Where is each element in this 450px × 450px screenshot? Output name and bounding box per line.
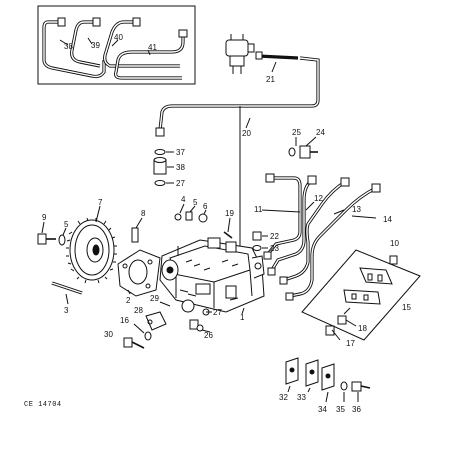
clamp-inset-frame [301, 249, 421, 341]
callout-22: 22 [270, 232, 279, 241]
gear-teeth [66, 217, 117, 284]
callout-41: 41 [148, 43, 157, 52]
stud-3 [51, 281, 83, 305]
callout-25: 25 [292, 128, 301, 137]
callout-29: 29 [150, 294, 159, 303]
callout-26: 26 [204, 331, 213, 340]
seal-27 [154, 180, 166, 186]
washer-16 [133, 323, 152, 341]
nut-10 [389, 255, 398, 265]
callout-19: 19 [225, 209, 234, 218]
callout-5: 5 [193, 198, 198, 207]
callout-33: 33 [297, 393, 306, 402]
bolt-36 [351, 381, 362, 392]
pipe-nut [92, 17, 101, 27]
callout-9: 9 [42, 213, 47, 222]
pipe-12 [270, 178, 314, 271]
inset-frame [37, 5, 196, 85]
banjo-bolt-assembly [288, 136, 318, 159]
bolt-17-head [325, 325, 335, 336]
pipe-40-outline [103, 20, 180, 68]
clamp-lower [343, 289, 381, 305]
stud-8 [131, 217, 143, 243]
flange-plate-2 [117, 249, 161, 297]
callout-34: 34 [318, 405, 327, 414]
callout-7: 7 [98, 198, 103, 207]
callout-24: 24 [316, 128, 325, 137]
pin-19 [223, 217, 233, 239]
cover-28 [145, 311, 167, 331]
callout-13: 13 [352, 205, 361, 214]
callout-39: 39 [91, 41, 100, 50]
callout-12: 12 [314, 194, 323, 203]
callout-23: 23 [270, 244, 279, 253]
pipe-nut [57, 17, 66, 27]
drive-gear-7 [66, 205, 117, 284]
callout-38: 38 [64, 42, 73, 51]
pipe-41-outline [114, 34, 185, 80]
drawing-code: CE 14704 [24, 401, 62, 409]
seal-37 [154, 149, 166, 155]
washer-25 [288, 147, 296, 157]
callout-38b: 38 [176, 163, 185, 172]
fasteners-26-27 [189, 308, 212, 333]
callout-3: 3 [64, 306, 69, 315]
cap-29 [181, 299, 195, 313]
callout-14: 14 [383, 215, 392, 224]
fitting-22 [252, 231, 262, 241]
callout-11: 11 [254, 205, 263, 214]
pipe-nut [132, 17, 141, 27]
callout-36: 36 [352, 405, 361, 414]
callout-28: 28 [134, 306, 143, 315]
washer-35 [340, 381, 348, 391]
part-5 [185, 211, 193, 221]
callout-18: 18 [358, 324, 367, 333]
callout-17: 17 [346, 339, 355, 348]
pipe-clamp-inset [301, 249, 421, 341]
callout-15: 15 [402, 303, 411, 312]
clamp-upper [359, 267, 393, 285]
washer-5 [58, 234, 66, 246]
leak-off-pipe-20 [158, 56, 320, 131]
callout-37: 37 [176, 148, 185, 157]
washer-23 [252, 245, 262, 251]
bolt-30 [123, 337, 145, 349]
callout-21: 21 [266, 75, 275, 84]
bolt-24-head [299, 145, 311, 159]
valve-stack [153, 149, 174, 186]
part-4 [174, 213, 182, 221]
fittings-22-23 [252, 231, 268, 251]
delivery-valve-kit-32-36 [285, 357, 371, 403]
injection-pump-1 [159, 237, 265, 315]
callout-5b: 5 [64, 220, 69, 229]
small-fasteners-4-5-6 [174, 203, 208, 223]
callout-16: 16 [120, 316, 129, 325]
injector-pipes-11-14 [261, 173, 381, 301]
callout-labels: 38 39 40 41 21 20 25 24 37 38 27 4 5 6 9… [42, 33, 411, 414]
callout-30: 30 [104, 330, 113, 339]
pipe-nut [178, 29, 188, 38]
injector-pipe-inset [37, 5, 196, 85]
part-6 [198, 213, 208, 223]
callout-20: 20 [242, 129, 251, 138]
callout-27b: 27 [213, 308, 222, 317]
callout-35: 35 [336, 405, 345, 414]
stop-solenoid [225, 39, 249, 57]
callout-27: 27 [176, 179, 185, 188]
callout-40: 40 [114, 33, 123, 42]
cover-28-29 [145, 299, 195, 331]
callout-1: 1 [240, 313, 245, 322]
rod-21 [257, 54, 299, 60]
callout-2: 2 [126, 296, 131, 305]
screw-26 [196, 324, 204, 332]
callout-8: 8 [141, 209, 146, 218]
gear-bolt-9 [37, 221, 67, 246]
callout-6: 6 [203, 202, 208, 211]
callout-4: 4 [181, 195, 186, 204]
callout-32: 32 [279, 393, 288, 402]
callout-10: 10 [390, 239, 399, 248]
bolt-18-head [337, 315, 347, 325]
